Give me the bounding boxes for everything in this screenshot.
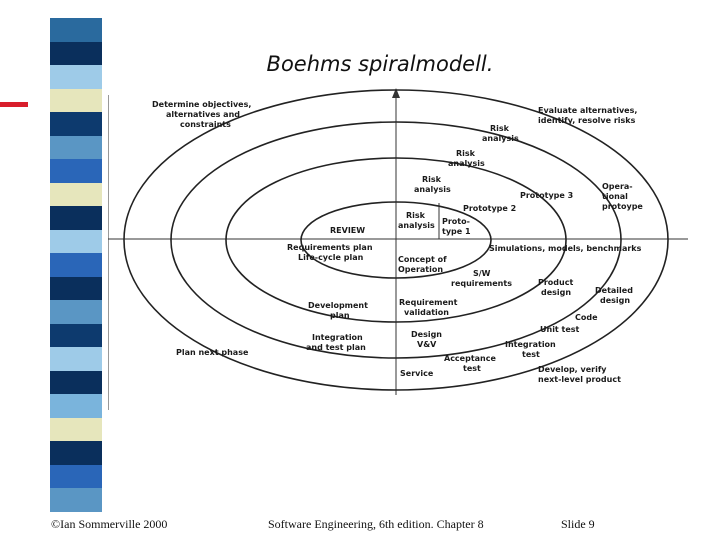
spiral-ring-4 bbox=[123, 89, 669, 391]
spiral-ring-2 bbox=[225, 157, 567, 323]
stripe-block bbox=[50, 159, 102, 184]
axes bbox=[108, 88, 688, 410]
spiral-model-diagram: Determine objectives, alternatives and c… bbox=[108, 88, 688, 410]
integration-plan-label: Integration and test plan bbox=[306, 333, 366, 352]
footer-slide-number: Slide 9 bbox=[561, 517, 595, 531]
stripe-block bbox=[50, 229, 102, 254]
footer-copyright: ©Ian Sommerville 2000 bbox=[51, 517, 168, 531]
risk-analysis-4: Risk analysis bbox=[482, 124, 519, 143]
prototype-2: Prototype 2 bbox=[463, 204, 516, 213]
operational-prototype: Opera- tional protoype bbox=[602, 182, 643, 211]
stripe-block bbox=[50, 276, 102, 301]
unit-test-label: Unit test bbox=[540, 325, 580, 334]
stripe-block bbox=[50, 65, 102, 90]
quadrant-label-top-left: Determine objectives, alternatives and c… bbox=[152, 100, 254, 129]
quadrant-label-top-right: Evaluate alternatives, identify, resolve… bbox=[538, 106, 640, 125]
stripe-block bbox=[50, 347, 102, 372]
acceptance-test-label: Acceptance test bbox=[444, 354, 499, 373]
risk-analysis-1: Risk analysis bbox=[398, 211, 435, 230]
stripe-block bbox=[50, 488, 102, 513]
accent-bar bbox=[0, 102, 28, 107]
vertical-axis-arrow bbox=[392, 88, 400, 98]
prototype-1: Proto- type 1 bbox=[442, 217, 473, 236]
concept-of-operation-label: Concept of Operation bbox=[398, 255, 449, 274]
stripe-block bbox=[50, 41, 102, 66]
stripe-block bbox=[50, 394, 102, 419]
stripe-block bbox=[50, 464, 102, 489]
stripe-block bbox=[50, 18, 102, 43]
stripe-block bbox=[50, 300, 102, 325]
stripe-block bbox=[50, 135, 102, 160]
decorative-stripe bbox=[50, 18, 102, 513]
development-plan-label: Development plan bbox=[308, 301, 371, 320]
spiral-rings bbox=[123, 89, 669, 391]
stripe-block bbox=[50, 253, 102, 278]
requirement-validation-label: Requirement validation bbox=[399, 298, 460, 317]
spiral-ring-3 bbox=[170, 121, 622, 359]
requirements-plan-label: Requirements plan Life-cycle plan bbox=[287, 243, 375, 262]
footer-book: Software Engineering, 6th edition. Chapt… bbox=[268, 517, 484, 531]
service-label: Service bbox=[400, 369, 434, 378]
sw-requirements-label: S/W requirements bbox=[451, 269, 512, 288]
stripe-block bbox=[50, 112, 102, 137]
design-vv-label: Design V&V bbox=[411, 330, 445, 349]
code-label: Code bbox=[575, 313, 598, 322]
stripe-block bbox=[50, 370, 102, 395]
slide-title: Boehms spiralmodell. bbox=[266, 52, 494, 76]
product-design-label: Product design bbox=[538, 278, 576, 297]
prototype-3: Prototype 3 bbox=[520, 191, 573, 200]
spiral-ring-1 bbox=[300, 201, 492, 279]
simulations-label: Simulations, models, benchmarks bbox=[489, 244, 642, 253]
detailed-design-label: Detailed design bbox=[595, 286, 636, 305]
stripe-block bbox=[50, 182, 102, 207]
stripe-block bbox=[50, 206, 102, 231]
stripe-block bbox=[50, 88, 102, 113]
risk-analysis-3: Risk analysis bbox=[448, 149, 485, 168]
stripe-block bbox=[50, 323, 102, 348]
stripe-block bbox=[50, 441, 102, 466]
stripe-block bbox=[50, 417, 102, 442]
quadrant-label-bottom-left: Plan next phase bbox=[176, 348, 249, 357]
quadrant-label-bottom-right: Develop, verify next-level product bbox=[538, 365, 621, 384]
integration-test-label: Integration test bbox=[505, 340, 559, 359]
review-label: REVIEW bbox=[330, 226, 365, 235]
risk-analysis-2: Risk analysis bbox=[414, 175, 451, 194]
